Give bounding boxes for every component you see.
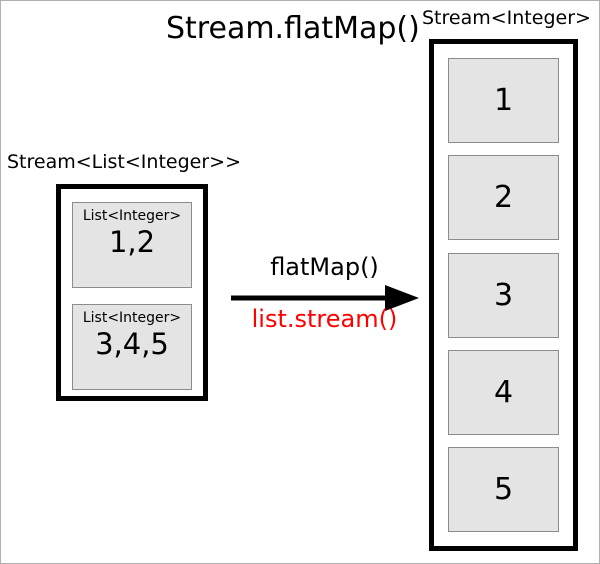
list-values: 1,2 xyxy=(108,225,156,259)
mapper-expression-label: list.stream() xyxy=(251,305,398,333)
stream-element: 5 xyxy=(448,447,559,532)
stream-element: 1 xyxy=(448,58,559,143)
list-item: List<Integer> 3,4,5 xyxy=(72,304,192,390)
list-type-label: List<Integer> xyxy=(82,310,182,326)
right-arrow-icon xyxy=(231,285,419,311)
input-stream-box: List<Integer> 1,2 List<Integer> 3,4,5 xyxy=(56,184,208,401)
stream-element: 3 xyxy=(448,252,559,338)
flatmap-operation-label: flatMap() xyxy=(270,253,379,281)
output-stream-box: 1 2 3 4 5 xyxy=(429,39,578,551)
stream-element: 4 xyxy=(448,349,559,435)
list-type-label: List<Integer> xyxy=(82,208,182,224)
output-stream-label: Stream<Integer> xyxy=(422,7,591,29)
list-item: List<Integer> 1,2 xyxy=(72,202,192,288)
input-stream-label: Stream<List<Integer>> xyxy=(7,151,241,173)
stream-element: 2 xyxy=(448,155,559,241)
list-values: 3,4,5 xyxy=(95,327,169,361)
diagram-title: Stream.flatMap() xyxy=(166,11,420,46)
